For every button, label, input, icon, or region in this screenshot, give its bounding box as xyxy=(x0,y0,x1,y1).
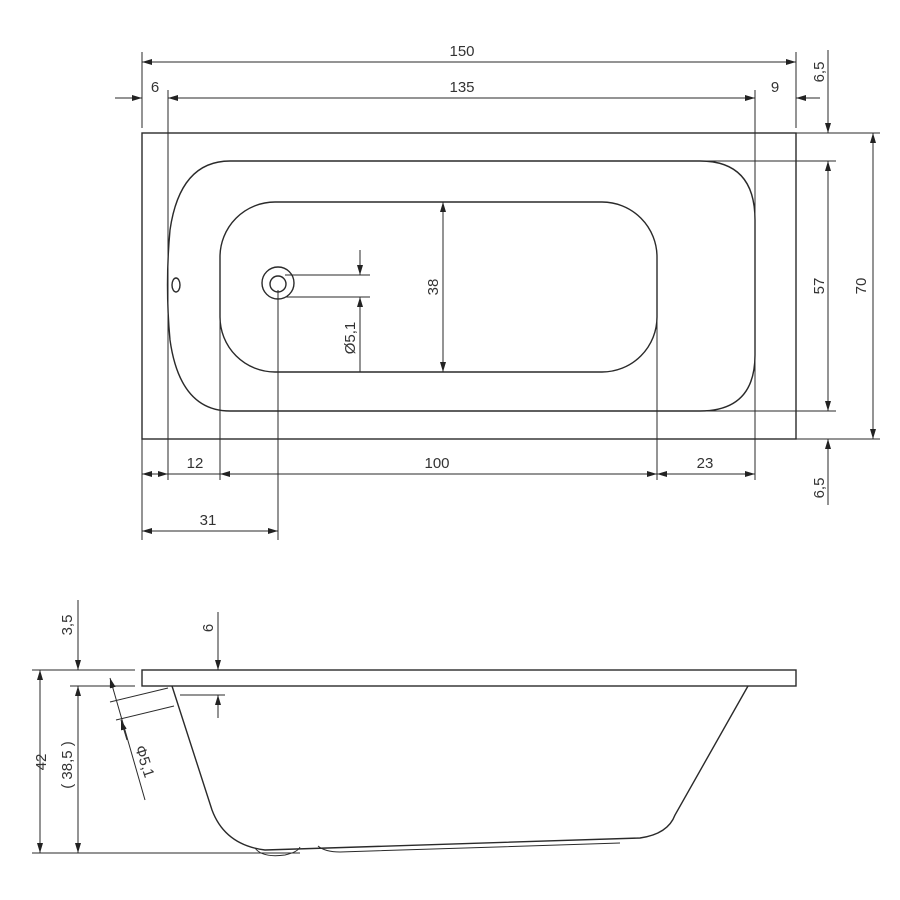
dim-basin-width: 38 xyxy=(425,279,442,296)
dim-inner-height: ( 38,5 ) xyxy=(59,741,76,789)
basin-inner xyxy=(219,201,658,373)
dim-inner-width: 57 xyxy=(811,278,828,295)
top-view: 150 135 6 9 6,5 57 70 6,5 38 Ø5,1 12 100… xyxy=(115,43,880,540)
dim-drain-diameter: Ø5,1 xyxy=(342,322,359,355)
dim-basin-length: 100 xyxy=(424,455,449,472)
dim-overall-height: 42 xyxy=(33,754,50,771)
dim-overall-length: 150 xyxy=(449,43,474,60)
tub-outline xyxy=(141,132,797,440)
dim-rim-thickness: 6 xyxy=(200,624,217,632)
dim-overall-width: 70 xyxy=(853,278,870,295)
dim-left-rim: 6 xyxy=(151,79,159,96)
dim-left-offset: 12 xyxy=(187,455,204,472)
overflow xyxy=(171,277,181,293)
dim-right-offset: 23 xyxy=(697,455,714,472)
dim-overflow-diameter: Φ5,1 xyxy=(131,743,157,779)
side-view: 42 3,5 ( 38,5 ) 6 Φ5,1 xyxy=(32,600,797,857)
rim xyxy=(141,669,797,687)
drain-inner xyxy=(269,275,287,293)
dim-right-rim: 9 xyxy=(771,79,779,96)
dimension-lines xyxy=(115,50,876,534)
dim-rim-top: 3,5 xyxy=(59,615,76,636)
dim-inner-length: 135 xyxy=(449,79,474,96)
basin-outer xyxy=(166,160,756,412)
dim-bottom-rim: 6,5 xyxy=(811,478,828,499)
dim-drain-position: 31 xyxy=(200,512,217,529)
tub-body xyxy=(171,685,749,851)
side-dimension-lines xyxy=(37,600,221,853)
side-extension-lines xyxy=(32,669,300,854)
dim-top-rim: 6,5 xyxy=(811,62,828,83)
extension-lines xyxy=(141,52,880,540)
